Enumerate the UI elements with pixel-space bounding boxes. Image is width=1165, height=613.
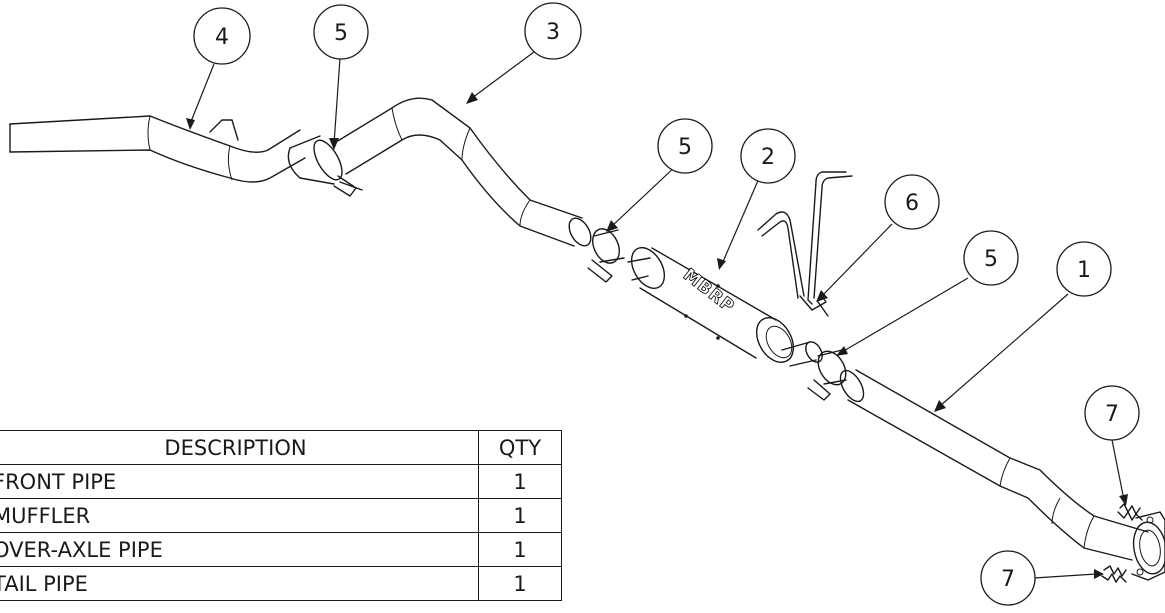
- callout-balloon-7: 7: [980, 550, 1036, 606]
- hanger-part: [757, 171, 853, 317]
- callout-number: 7: [1105, 402, 1119, 427]
- muffler-logo: MBRP: [679, 265, 738, 317]
- part-description: TAIL PIPE: [0, 566, 479, 601]
- part-qty: 1: [478, 566, 562, 601]
- callout-balloon-5: 5: [313, 4, 369, 60]
- qty-header: QTY: [478, 430, 562, 465]
- leader-lines: [186, 51, 1128, 579]
- part-description: OVER-AXLE PIPE: [0, 532, 479, 567]
- callout-number: 3: [546, 20, 560, 45]
- part-description: FRONT PIPE: [0, 464, 479, 499]
- spring-bolt-part: [1101, 503, 1143, 583]
- part-description: MUFFLER: [0, 498, 479, 533]
- clamp-part: [287, 135, 363, 197]
- callout-number: 1: [1077, 258, 1091, 283]
- callout-balloon-5: 5: [963, 230, 1019, 286]
- callout-number: 6: [905, 191, 919, 216]
- callout-number: 5: [678, 135, 692, 160]
- over-axle-pipe-part: [335, 97, 592, 247]
- callout-number: 2: [761, 145, 775, 170]
- callout-number: 7: [1001, 567, 1015, 592]
- part-qty: 1: [478, 532, 562, 567]
- callout-balloon-3: 3: [524, 2, 582, 60]
- callout-balloon-6: 6: [884, 174, 940, 230]
- description-header: DESCRIPTION: [0, 430, 479, 465]
- callout-number: 4: [215, 25, 229, 50]
- part-qty: 1: [478, 498, 562, 533]
- table-row: MUFFLER 1: [0, 498, 562, 533]
- table-row: OVER-AXLE PIPE 1: [0, 532, 562, 567]
- clamp-part: [587, 228, 625, 283]
- bill-of-materials-table: DESCRIPTION QTY FRONT PIPE 1 MUFFLER 1 O…: [0, 430, 562, 601]
- tail-pipe-part: [9, 115, 306, 183]
- part-qty: 1: [478, 464, 562, 499]
- callout-balloon-1: 1: [1056, 241, 1112, 297]
- callout-number: 5: [334, 21, 348, 46]
- callout-balloon-7: 7: [1084, 385, 1140, 441]
- callout-balloon-2: 2: [740, 128, 796, 184]
- callout-balloon-4: 4: [193, 7, 251, 65]
- callout-number: 5: [984, 247, 998, 272]
- table-row: TAIL PIPE 1: [0, 566, 562, 601]
- table-row: FRONT PIPE 1: [0, 464, 562, 499]
- table-header-row: DESCRIPTION QTY: [0, 430, 562, 465]
- front-pipe-part: [839, 369, 1165, 581]
- callout-balloon-5: 5: [657, 118, 713, 174]
